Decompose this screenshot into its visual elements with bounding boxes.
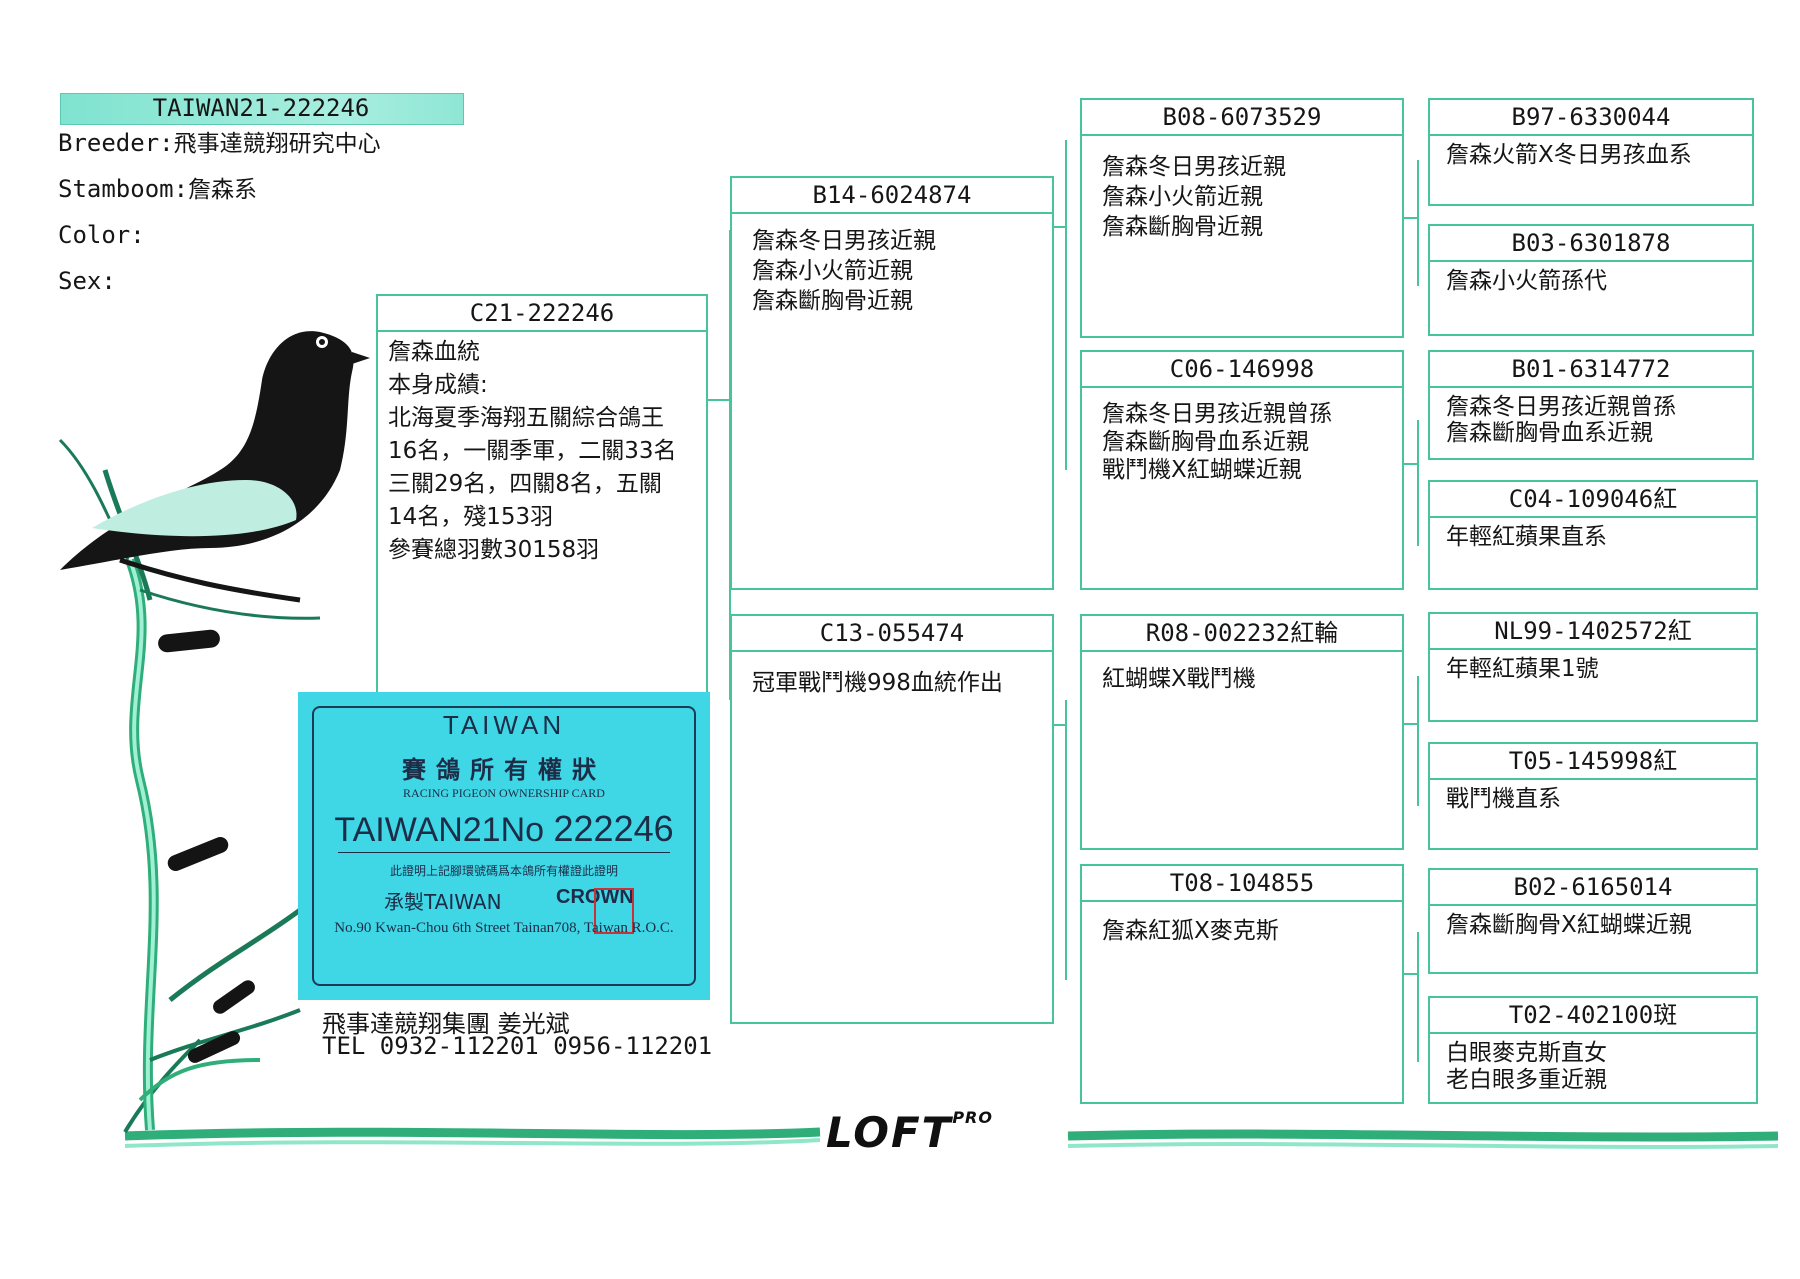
great-grandparent-code: B01-6314772 bbox=[1430, 352, 1752, 388]
ownership-card-frame bbox=[312, 706, 696, 986]
grandparent-code: C06-146998 bbox=[1082, 352, 1402, 388]
great-grandparent-card: B97-6330044 詹森火箭X冬日男孩血系 bbox=[1428, 98, 1754, 206]
great-grandparent-card: B03-6301878 詹森小火箭孫代 bbox=[1428, 224, 1754, 336]
great-grandparent-text: 年輕紅蘋果直系 bbox=[1446, 524, 1607, 550]
color-label: Color: bbox=[58, 221, 145, 249]
great-grandparent-card: C04-109046紅 年輕紅蘋果直系 bbox=[1428, 480, 1758, 590]
ring-title-bar bbox=[60, 93, 464, 125]
grandparent-text: 詹森冬日男孩近親曾孫 詹森斷胸骨血系近親 戰鬥機X紅蝴蝶近親 bbox=[1102, 401, 1332, 483]
grandparent-code: T08-104855 bbox=[1082, 866, 1402, 902]
loftpro-logo: LOFTPRO bbox=[826, 1108, 993, 1157]
grandparent-card: T08-104855 詹森紅狐X麥克斯 bbox=[1080, 864, 1404, 1104]
stamboom-value: 詹森系 bbox=[188, 177, 258, 203]
logo-main: LOFT bbox=[826, 1108, 953, 1157]
grandparent-text: 詹森冬日男孩近親 詹森小火箭近親 詹森斷胸骨近親 bbox=[1102, 154, 1286, 240]
great-grandparent-text: 詹森火箭X冬日男孩血系 bbox=[1446, 142, 1692, 168]
great-grandparent-code: T05-145998紅 bbox=[1430, 744, 1756, 780]
great-grandparent-code: NL99-1402572紅 bbox=[1430, 614, 1756, 650]
great-grandparent-code: B02-6165014 bbox=[1430, 870, 1756, 906]
dam-code: C13-055474 bbox=[732, 616, 1052, 652]
grandparent-text: 詹森紅狐X麥克斯 bbox=[1102, 918, 1279, 944]
great-grandparent-code: C04-109046紅 bbox=[1430, 482, 1756, 518]
grandparent-card: B08-6073529 詹森冬日男孩近親 詹森小火箭近親 詹森斷胸骨近親 bbox=[1080, 98, 1404, 338]
subject-code: C21-222246 bbox=[378, 296, 706, 332]
great-grandparent-text: 年輕紅蘋果1號 bbox=[1446, 656, 1599, 682]
ownership-country: TAIWAN bbox=[442, 710, 566, 740]
subject-text: 詹森血統 本身成績: 北海夏季海翔五關綜合鴿王 16名，一關季軍，二關33名 三… bbox=[388, 339, 677, 563]
subject-card: C21-222246 詹森血統 本身成績: 北海夏季海翔五關綜合鴿王 16名，一… bbox=[376, 294, 708, 704]
grandparent-card: R08-002232紅輪 紅蝴蝶X戰鬥機 bbox=[1080, 614, 1404, 850]
breeder-row: Breeder:飛事達競翔研究中心 bbox=[58, 127, 381, 159]
grandparent-card: C06-146998 詹森冬日男孩近親曾孫 詹森斷胸骨血系近親 戰鬥機X紅蝴蝶近… bbox=[1080, 350, 1404, 590]
great-grandparent-text: 詹森斷胸骨X紅蝴蝶近親 bbox=[1446, 912, 1692, 938]
great-grandparent-card: T05-145998紅 戰鬥機直系 bbox=[1428, 742, 1758, 850]
breeder-value: 飛事達競翔研究中心 bbox=[173, 131, 381, 157]
breeder-label: Breeder: bbox=[58, 129, 174, 157]
great-grandparent-text: 戰鬥機直系 bbox=[1446, 786, 1561, 812]
sire-card: B14-6024874 詹森冬日男孩近親 詹森小火箭近親 詹森斷胸骨近親 bbox=[730, 176, 1054, 590]
great-grandparent-card: B02-6165014 詹森斷胸骨X紅蝴蝶近親 bbox=[1428, 868, 1758, 974]
great-grandparent-code: B03-6301878 bbox=[1430, 226, 1752, 262]
great-grandparent-code: T02-402100斑 bbox=[1430, 998, 1756, 1034]
great-grandparent-card: NL99-1402572紅 年輕紅蘋果1號 bbox=[1428, 612, 1758, 722]
grandparent-code: R08-002232紅輪 bbox=[1082, 616, 1402, 652]
grandparent-code: B08-6073529 bbox=[1082, 100, 1402, 136]
ownership-subtitle: RACING PIGEON OWNERSHIP CARD bbox=[403, 786, 605, 800]
great-grandparent-text: 詹森小火箭孫代 bbox=[1446, 268, 1607, 294]
red-seal-stamp-icon bbox=[594, 888, 634, 934]
great-grandparent-text: 詹森冬日男孩近親曾孫 詹森斷胸骨血系近親 bbox=[1446, 394, 1676, 446]
stamboom-row: Stamboom:詹森系 bbox=[58, 173, 257, 205]
pigeon-illustration bbox=[60, 331, 370, 620]
reed-heads bbox=[158, 629, 255, 1063]
stamboom-label: Stamboom: bbox=[58, 175, 189, 203]
ownership-maker: 承製TAIWAN bbox=[384, 890, 502, 914]
ring-title: TAIWAN21-222246 bbox=[152, 94, 370, 122]
great-grandparent-code: B97-6330044 bbox=[1430, 100, 1752, 136]
grandparent-text: 紅蝴蝶X戰鬥機 bbox=[1102, 666, 1256, 692]
ownership-divider bbox=[338, 852, 670, 853]
great-grandparent-card: B01-6314772 詹森冬日男孩近親曾孫 詹森斷胸骨血系近親 bbox=[1428, 350, 1754, 460]
sex-row: Sex: bbox=[58, 265, 116, 297]
logo-sup: PRO bbox=[952, 1108, 993, 1127]
grass-band bbox=[123, 1038, 1779, 1149]
sire-code: B14-6024874 bbox=[732, 178, 1052, 214]
color-row: Color: bbox=[58, 219, 145, 251]
ownership-ring-number: 222246 bbox=[553, 808, 674, 849]
great-grandparent-text: 白眼麥克斯直女 老白眼多重近親 bbox=[1446, 1040, 1607, 1093]
ownership-ring-prefix: TAIWAN21No bbox=[334, 811, 545, 849]
ownership-note: 此證明上記腳環號碼爲本鴿所有權證此證明 bbox=[389, 864, 618, 878]
ownership-ring: TAIWAN21No 222246 bbox=[298, 808, 710, 850]
footer-tel: TEL 0932-112201 0956-112201 bbox=[322, 1032, 713, 1060]
great-grandparent-card: T02-402100斑 白眼麥克斯直女 老白眼多重近親 bbox=[1428, 996, 1758, 1104]
ownership-address: No.90 Kwan-Chou 6th Street Tainan708, Ta… bbox=[334, 920, 674, 936]
sex-label: Sex: bbox=[58, 267, 116, 295]
dam-card: C13-055474 冠軍戰鬥機998血統作出 bbox=[730, 614, 1054, 1024]
dam-text: 冠軍戰鬥機998血統作出 bbox=[752, 670, 1003, 696]
ownership-title: 賽鴿所有權狀 bbox=[402, 756, 606, 784]
footer-owner: 飛事達競翔集團 姜光斌 bbox=[322, 1010, 570, 1038]
sire-text: 詹森冬日男孩近親 詹森小火箭近親 詹森斷胸骨近親 bbox=[752, 228, 936, 314]
ownership-card: TAIWAN 賽鴿所有權狀 RACING PIGEON OWNERSHIP CA… bbox=[298, 692, 710, 1000]
